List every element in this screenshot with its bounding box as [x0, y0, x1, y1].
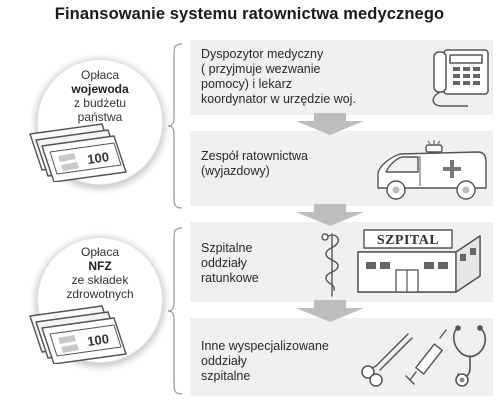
- banknote-value: 100: [86, 149, 110, 167]
- banknotes-icon: 100: [29, 123, 127, 182]
- banknote-value: 100: [86, 331, 110, 349]
- step-text-specialized-ward: Inne wyspecjalizowane oddziały szpitalne: [201, 339, 329, 383]
- hospital-sign: SZPITAL: [377, 233, 439, 248]
- caduceus-icon: [321, 233, 339, 297]
- funder-name: NFZ: [88, 259, 112, 273]
- funder-source: ze składek: [71, 273, 129, 287]
- funder-label: Opłaca: [80, 245, 120, 259]
- ambulance-icon: [377, 140, 487, 200]
- step-text-rescue-team: Zespół ratownictwa (wyjazdowy): [201, 149, 308, 178]
- hospital-icon: SZPITAL: [357, 229, 481, 293]
- banknotes-icon: 100: [29, 305, 127, 364]
- telephone-icon: [432, 49, 489, 107]
- flow-arrow-3: [296, 300, 364, 322]
- step-panel-specialized-ward: [190, 318, 493, 396]
- bracket-bottom: [168, 227, 183, 395]
- funder-source-2: zdrowotnych: [66, 287, 134, 301]
- funder-name: wojewoda: [71, 82, 129, 96]
- step-text-emergency-ward: Szpitalne oddziały ratunkowe: [201, 241, 259, 285]
- step-text-dispatcher: Dyspozytor medyczny ( przyjmuje wezwanie…: [201, 47, 356, 106]
- funder-label: Opłaca: [80, 68, 120, 82]
- medical-tools-icon: [361, 325, 487, 387]
- flow-arrow-2: [296, 204, 364, 226]
- flow-arrow-1: [296, 113, 364, 135]
- bracket-top: [168, 43, 183, 209]
- funder-source: z budżetu: [73, 96, 127, 110]
- page-title: Finansowanie systemu ratownictwa medyczn…: [54, 5, 445, 23]
- funder-source-2: państwa: [77, 110, 123, 124]
